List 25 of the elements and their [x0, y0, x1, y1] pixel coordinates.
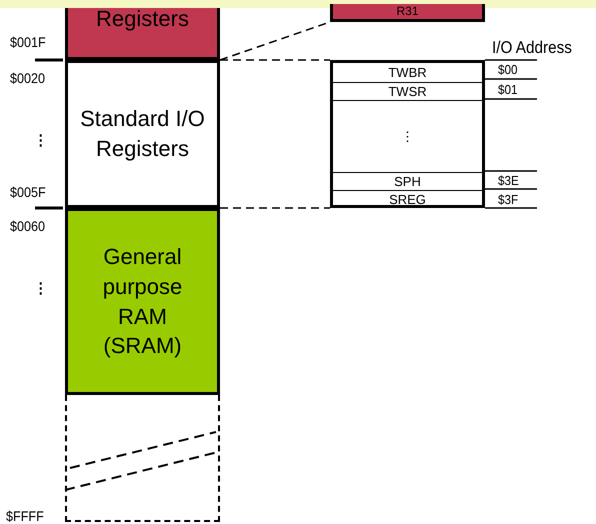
address-label: $3E — [498, 173, 519, 188]
register-table — [330, 60, 485, 208]
address-label: $00 — [498, 62, 518, 77]
zoom-line — [220, 207, 330, 209]
register-name: SPH — [333, 173, 482, 191]
address-label: $3F — [498, 192, 518, 207]
ellipsis: ⋮ — [34, 279, 48, 297]
address-label: $01 — [498, 82, 518, 97]
ellipsis: ⋮ — [333, 101, 482, 173]
address-label: $005F — [10, 184, 46, 200]
address-label: $0060 — [10, 218, 46, 234]
memory-block: Standard I/O Registers — [65, 60, 220, 208]
memory-gap-block — [65, 395, 220, 522]
ellipsis: ⋮ — [34, 131, 48, 149]
register-name: SREG — [333, 191, 482, 208]
register-name: TWSR — [333, 83, 482, 101]
address-label: $001F — [10, 34, 46, 50]
address-label: $0020 — [10, 70, 46, 86]
zoom-line — [220, 59, 330, 61]
register-name: TWBR — [333, 63, 482, 83]
memory-block: General purpose RAM (SRAM) — [65, 208, 220, 395]
register-block: R31 — [330, 4, 485, 22]
column-heading: I/O Address — [492, 38, 572, 58]
address-label: $FFFF — [6, 508, 44, 524]
register-block: Registers — [65, 8, 220, 60]
